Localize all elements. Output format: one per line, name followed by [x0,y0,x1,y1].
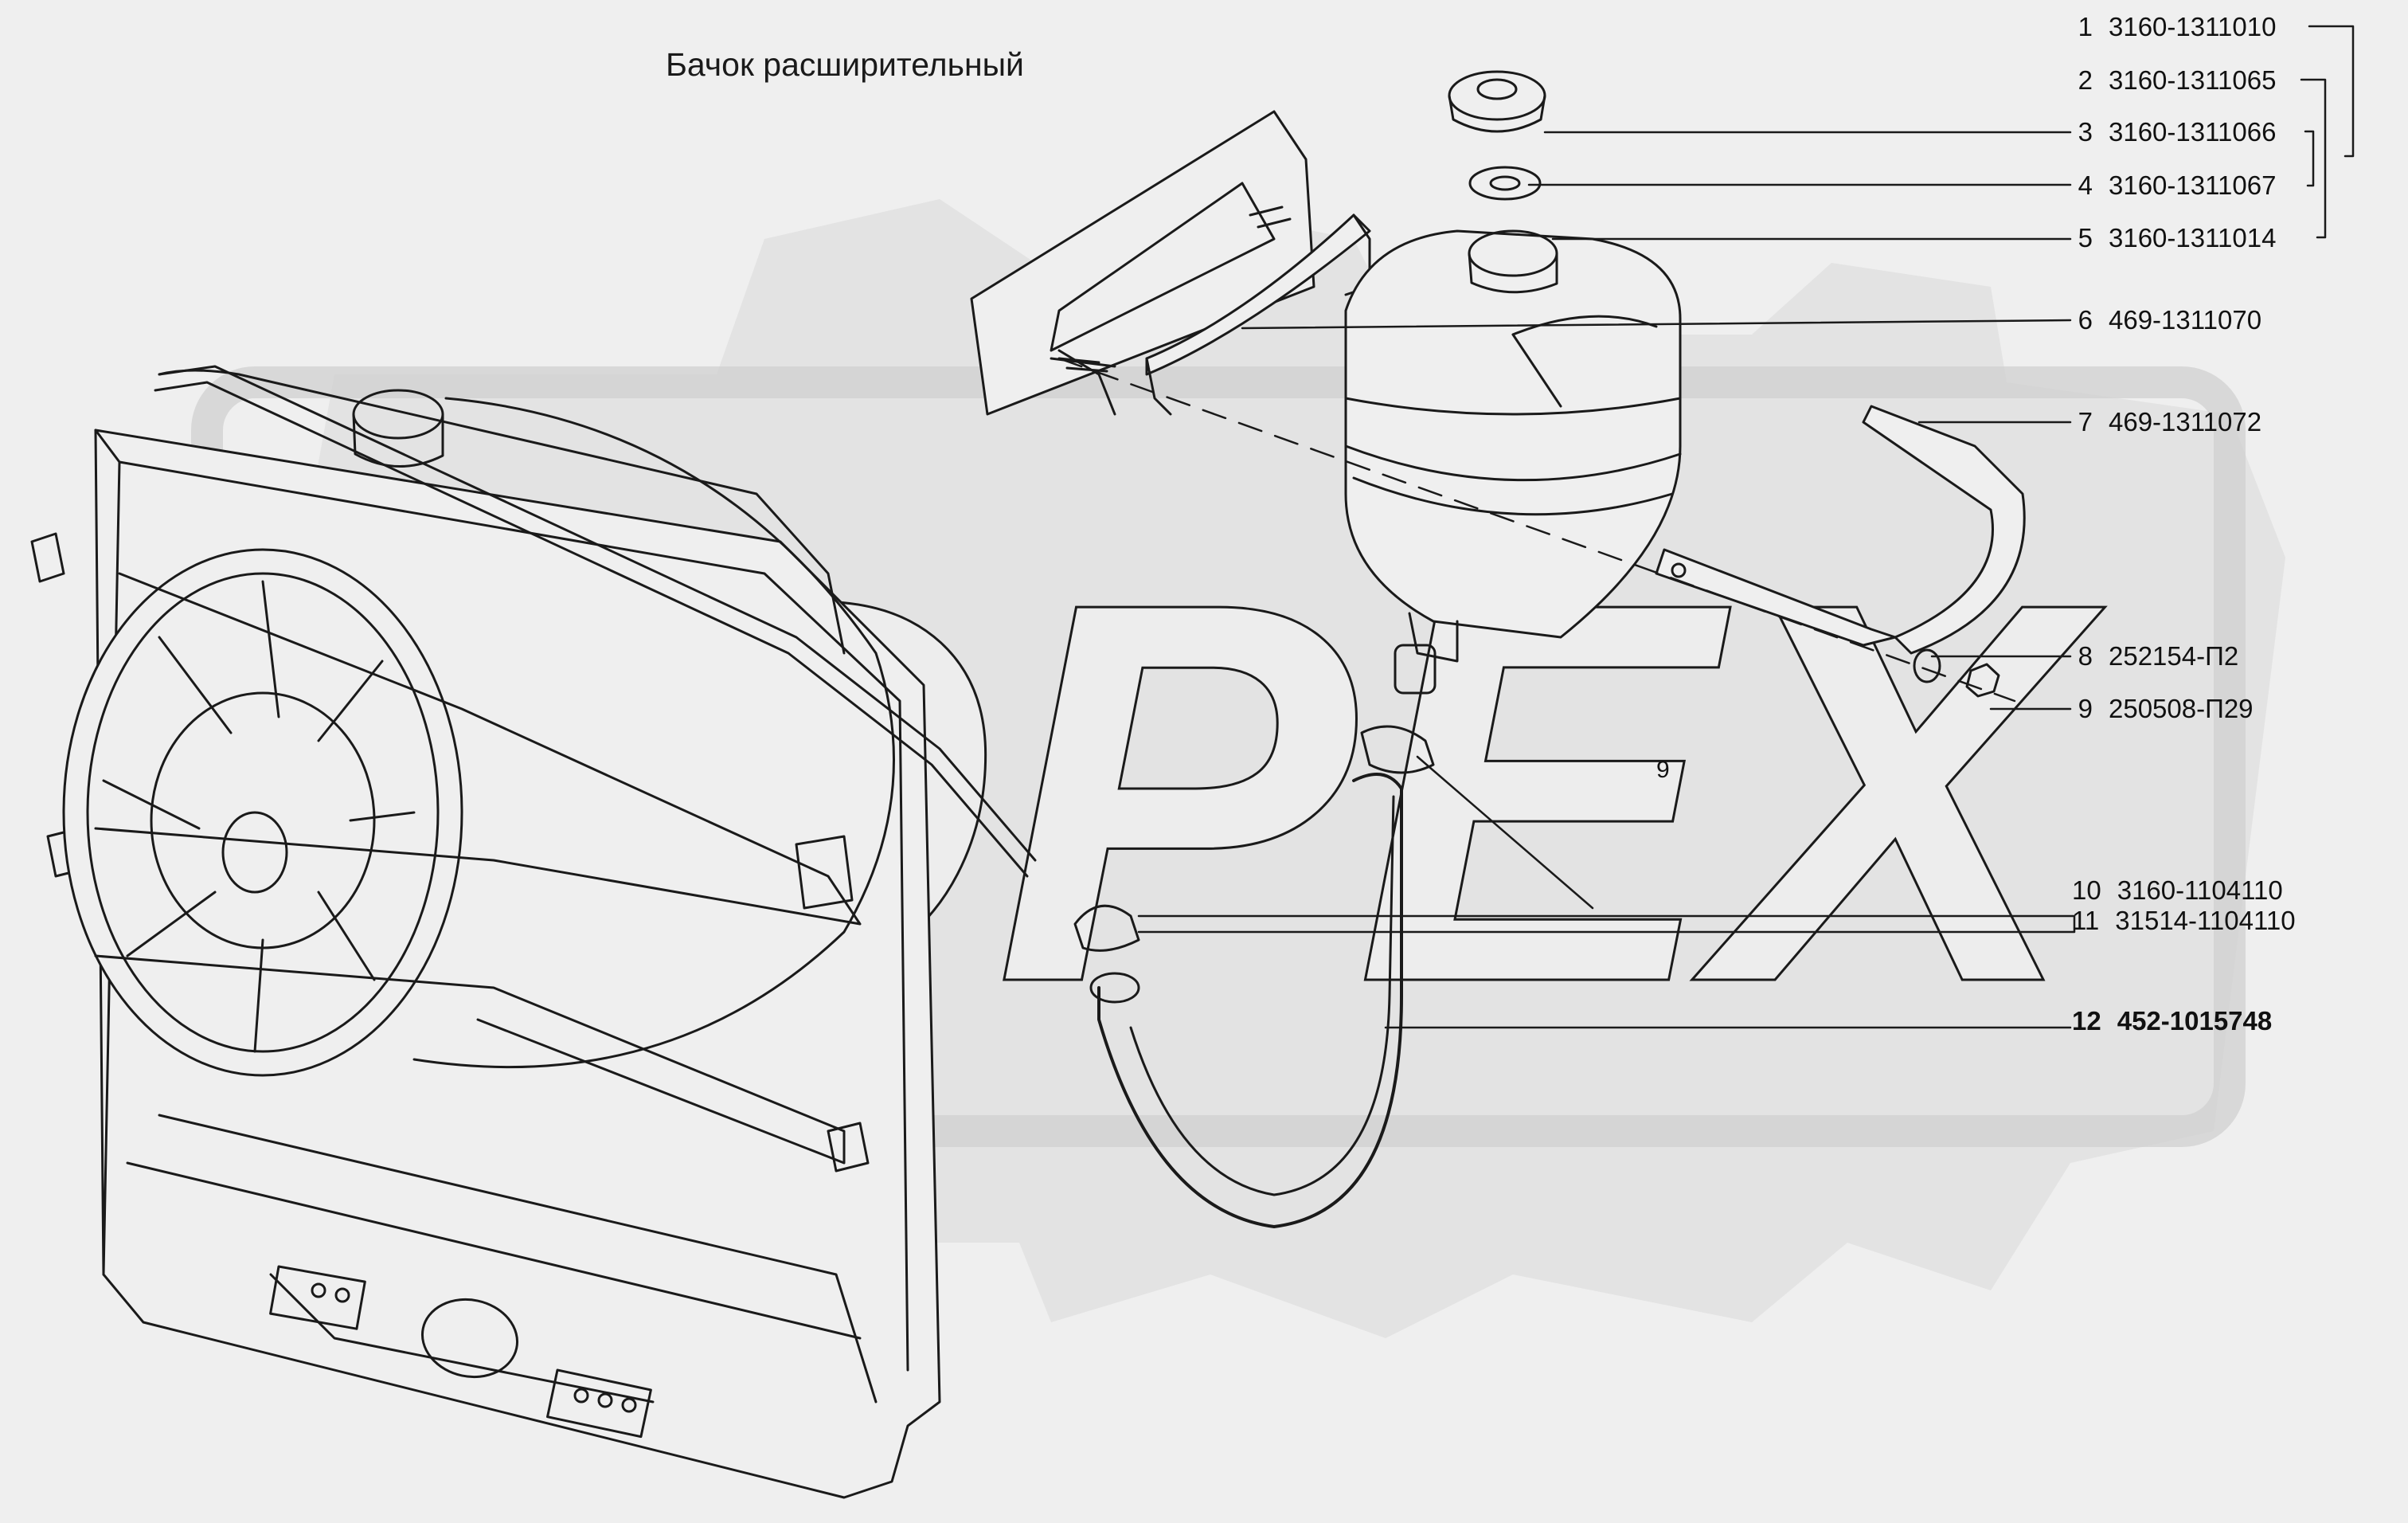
expansion-tank [1344,229,1682,695]
part-number: 3 [2078,117,2093,147]
part-code: 3160-1311067 [2109,170,2277,200]
part-number: 12 [2072,1006,2101,1036]
part-code: 469-1311070 [2109,305,2262,335]
washer-nut [1913,648,2000,698]
part-code: 3160-1311066 [2109,117,2277,147]
part-code: 3160-1104110 [2117,875,2283,905]
stray-label: 9 [1656,757,1670,783]
part-callout-7: 7 469-1311072 [2072,406,2261,438]
part-callout-4: 4 3160-1311067 [2072,170,2277,202]
part-number: 7 [2078,407,2093,437]
part-callout-3: 3 3160-1311066 [2072,116,2277,148]
part-code: 452-1015748 [2117,1006,2273,1036]
part-number: 1 [2078,12,2093,41]
part-code: 31514-1104110 [2115,906,2296,935]
part-number: 9 [2078,694,2093,723]
part-code: 250508-П29 [2109,694,2254,723]
pointer-line [1416,755,1594,910]
assembly-axis [1057,357,2016,703]
part-callout-6: 6 469-1311070 [2072,304,2261,336]
part-code: 469-1311072 [2109,407,2262,437]
part-callout-10: 10 3160-1104110 [2072,875,2283,906]
part-callout-2: 2 3160-1311065 [2072,65,2277,96]
part-number: 5 [2078,223,2093,253]
filler-cap [1448,70,1546,201]
part-code: 3160-1311014 [2109,223,2277,253]
part-number: 11 [2072,906,2100,935]
part-code: 3160-1311065 [2109,65,2277,95]
part-callout-5: 5 3160-1311014 [2072,222,2277,254]
part-callout-12: 12 452-1015748 [2072,1005,2272,1037]
hose [1073,725,1435,1228]
part-callout-11: 11 31514-1104110 [2072,905,2296,937]
part-callout-8: 8 252154-П2 [2072,640,2239,672]
fan-shroud [62,397,895,1165]
part-code: 3160-1311010 [2109,12,2277,41]
part-number: 2 [2078,65,2093,95]
part-callout-9: 9 250508-П29 [2072,693,2254,725]
mounting-plate [970,110,1315,416]
part-number: 10 [2072,875,2101,905]
part-number: 4 [2078,170,2093,200]
part-number: 8 [2078,641,2093,671]
leader-lines [1137,25,2355,1029]
part-code: 252154-П2 [2109,641,2239,671]
strap-7 [1655,405,2026,655]
diagram-title: Бачок расширительный [666,46,1024,83]
part-number: 6 [2078,305,2093,335]
part-callout-1: 1 3160-1311010 [2072,11,2277,43]
